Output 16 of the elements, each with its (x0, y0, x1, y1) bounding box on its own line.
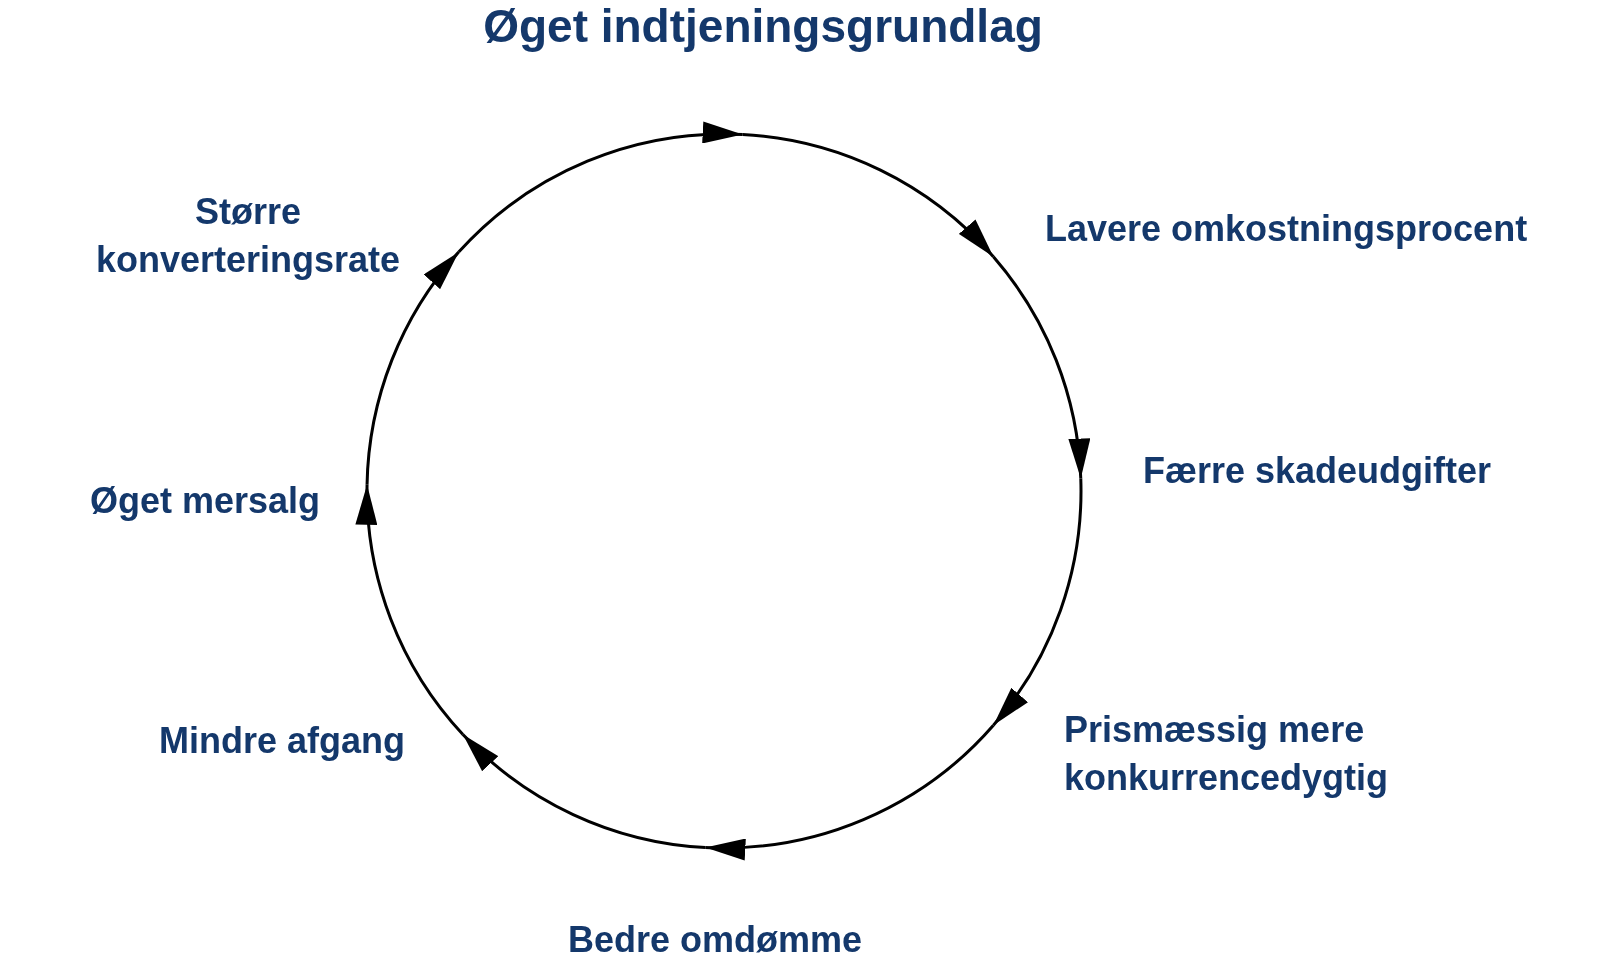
arrow (705, 724, 995, 858)
arrow (357, 484, 465, 736)
cycle-heading: Øget indtjeningsgrundlag (482, 2, 1044, 50)
arrow (742, 133, 995, 258)
arrow (457, 123, 743, 254)
cycle-step-label: Mindre afgang (158, 719, 405, 763)
cycle-step-label: Øget mersalg (88, 479, 320, 523)
cycle-step-label: Større konverteringsrate (94, 190, 402, 282)
cycle-step-label: Prismæssig mere konkurrencedygtig (1064, 708, 1390, 800)
cycle-step-label: Færre skadeudgifter (1143, 449, 1493, 493)
arrow (992, 478, 1083, 727)
cycle-step-label: Bedre omdømme (566, 918, 864, 962)
cycle-step-label: Lavere omkostningsprocent (1045, 207, 1529, 251)
arrow (365, 251, 460, 485)
arrow (461, 733, 706, 849)
arrow (992, 255, 1089, 479)
